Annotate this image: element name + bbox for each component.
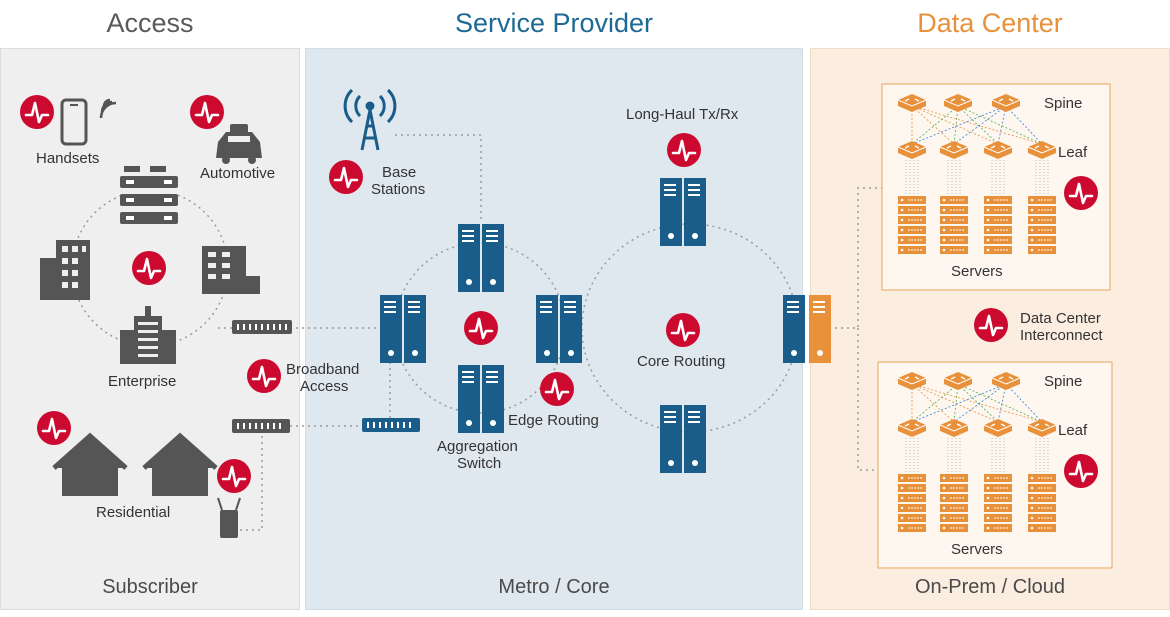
label-automotive: Automotive xyxy=(200,165,276,182)
car-icon xyxy=(216,124,262,164)
chip-logo-badge xyxy=(245,357,283,395)
chip-logo-badge xyxy=(215,457,253,495)
label-leaf-bottom: Leaf xyxy=(1058,422,1088,439)
label-leaf-top: Leaf xyxy=(1058,144,1088,161)
link-dci-top xyxy=(835,187,882,329)
server-rack-icon xyxy=(458,365,504,433)
chip-logo-badge xyxy=(130,249,168,287)
datacenter-icon xyxy=(120,166,178,228)
enterprise-tower-icon xyxy=(120,306,176,364)
column-title-data-center: Data Center xyxy=(917,8,1063,38)
broadband-access-device-icon xyxy=(362,418,420,432)
chip-logo-badge xyxy=(1062,174,1100,212)
column-footer-subscriber: Subscriber xyxy=(102,576,198,598)
chip-logo-badge xyxy=(327,158,365,196)
server-rack-icon xyxy=(458,224,504,292)
label-data-center: Data Center xyxy=(1020,310,1101,327)
chip-logo-badge xyxy=(35,409,73,447)
chip-logo-badge xyxy=(538,370,576,408)
chip-logo-badge xyxy=(972,306,1010,344)
label-core-routing: Core Routing xyxy=(637,353,726,370)
chip-logo-badge xyxy=(18,93,56,131)
server-rack-icon xyxy=(660,405,706,473)
router-icon xyxy=(232,320,292,334)
column-footer-on-prem-cloud: On-Prem / Cloud xyxy=(914,576,1066,598)
building-icon xyxy=(40,240,90,300)
column-title-access: Access xyxy=(106,8,194,38)
label-long-haul: Long-Haul Tx/Rx xyxy=(626,106,739,123)
wifi-icon xyxy=(99,98,117,119)
label-residential: Residential xyxy=(96,504,171,521)
chip-logo-badge xyxy=(188,93,226,131)
chip-logo-badge xyxy=(1062,452,1100,490)
house-icon xyxy=(144,436,216,496)
broadband-switch-icon xyxy=(232,419,290,433)
edge-switch-pair-icon xyxy=(783,295,831,363)
label-handsets: Handsets xyxy=(36,150,100,167)
label-spine-top: Spine xyxy=(1044,95,1083,112)
modem-icon xyxy=(217,497,241,538)
label-enterprise: Enterprise xyxy=(108,373,177,390)
label-interconnect: Interconnect xyxy=(1020,327,1103,344)
label-broadband: Broadband xyxy=(286,361,360,378)
server-rack-icon xyxy=(660,178,706,246)
column-footer-metro-core: Metro / Core xyxy=(498,576,610,598)
label-edge-routing: Edge Routing xyxy=(508,412,599,429)
house-icon xyxy=(54,436,126,496)
smartphone-icon xyxy=(60,98,88,146)
server-rack-icon xyxy=(380,295,426,363)
chip-logo-badge xyxy=(462,309,500,347)
column-title-service-provider: Service Provider xyxy=(454,8,654,38)
label-servers-top: Servers xyxy=(951,263,1003,280)
chip-logo-badge xyxy=(664,311,702,349)
label-spine-bottom: Spine xyxy=(1044,373,1083,390)
label-base: Base xyxy=(382,164,417,181)
label-aggregation-switch: Switch xyxy=(457,455,502,472)
link-base-station xyxy=(395,134,482,222)
link-dci-bottom xyxy=(857,328,882,471)
label-servers-bottom: Servers xyxy=(951,541,1003,558)
label-broadband-access: Access xyxy=(300,378,349,395)
office-building-icon xyxy=(202,246,260,294)
server-rack-icon xyxy=(536,295,582,363)
chip-logo-badge xyxy=(665,131,703,169)
label-aggregation: Aggregation xyxy=(437,438,518,455)
cell-tower-icon xyxy=(343,88,397,151)
label-base-stations: Stations xyxy=(371,181,426,198)
